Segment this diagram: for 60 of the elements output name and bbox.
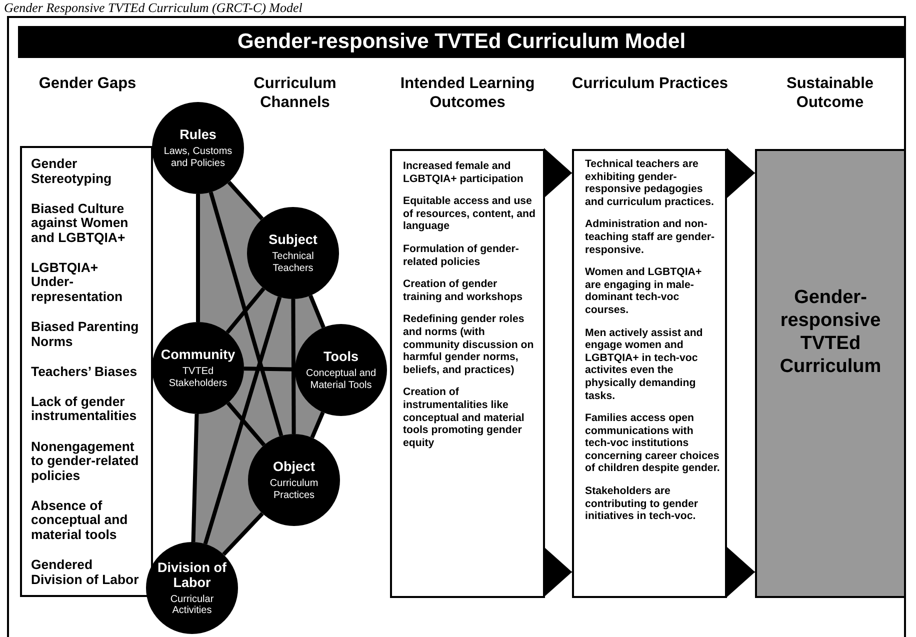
channel-name: Subject — [268, 232, 318, 247]
connecting-line — [222, 512, 264, 556]
list-item: LGBTQIA+ Under-representation — [31, 260, 124, 304]
connecting-line — [208, 192, 284, 436]
column-heading: Intended Learning Outcomes — [399, 74, 536, 112]
connecting-line — [196, 194, 200, 322]
connecting-line — [191, 414, 199, 542]
channel-description: Conceptual and Material Tools — [304, 368, 378, 391]
list-item: Lack of gender instrumentalities — [31, 394, 138, 424]
channel-name: Division of Labor — [156, 560, 228, 590]
list-item: Absence of conceptual and material tools — [31, 498, 129, 542]
chevron-arrow — [726, 547, 756, 597]
column-heading: Gender Gaps — [38, 74, 138, 93]
figure-caption: Gender Responsive TVTEd Curriculum (GRCT-C) Model — [4, 0, 302, 15]
connecting-line — [308, 294, 326, 328]
title-bar: Gender-responsive TVTEd Curriculum Model — [18, 26, 905, 58]
channel-name: Object — [272, 459, 315, 474]
list-item: Creation of gender training and workshops — [403, 278, 524, 304]
connecting-line — [226, 402, 266, 446]
list-item: Administration and non-teaching staff are gender-responsive. — [585, 218, 716, 256]
column-heading: Curriculum Practices — [571, 74, 729, 93]
list-box — [572, 149, 727, 598]
channel-description: Technical Teachers — [271, 251, 315, 274]
connecting-line — [226, 287, 266, 334]
channel-name: Community — [160, 347, 236, 362]
chevron-arrow — [726, 148, 756, 198]
connecting-line — [291, 299, 296, 434]
column-heading: Curriculum Channels — [252, 74, 338, 112]
list-item: Men actively assist and engage women and LGBTQIA+ in tech-voc activites even the physically demanding tasks. — [585, 326, 704, 402]
list-item: Gender Stereotyping — [31, 157, 113, 186]
list-item: Equitable access and use of resources, content, and language — [403, 195, 536, 233]
chevron-arrow — [544, 547, 572, 597]
connecting-line — [203, 296, 282, 545]
list-item: Biased Parenting Norms — [31, 320, 140, 350]
connecting-line — [227, 180, 264, 220]
channel-description: Curricular Activities — [169, 594, 215, 616]
list-item: Technical teachers are exhibiting gender-responsive pedagogies and curriculum practices. — [585, 158, 715, 208]
channel-description: TVTEd Stakeholders — [168, 366, 228, 389]
channel-description: Laws, Customs and Policies — [162, 146, 234, 169]
list-item: Increased female and LGBTQIA+ participation — [403, 160, 524, 186]
list-item: Biased Culture against Women and LGBTQIA+ — [31, 202, 130, 246]
column-heading: Sustainable Outcome — [786, 74, 874, 112]
gender-gaps-box — [20, 146, 153, 597]
list-item: Women and LGBTQIA+ are engaging in male-dominant tech-voc courses. — [585, 266, 703, 317]
outcome-box — [755, 149, 906, 598]
outcome-text: Gender-responsive TVTEd Curriculum — [778, 286, 882, 378]
channel-name: Rules — [180, 127, 216, 142]
list-item: Redefining gender roles and norms (with community discussion on harmful gender norms, beliefs, and practices) — [403, 313, 535, 376]
list-item: Formulation of gender-related policies — [403, 242, 520, 268]
list-box — [390, 149, 545, 598]
connecting-line — [310, 412, 325, 438]
list-item: Creation of instrumentalities like conceptual and material tools promoting gender equity — [403, 386, 526, 450]
list-item: Teachers’ Biases — [31, 364, 138, 380]
list-item: Nonengagement to gender-related policies — [31, 440, 140, 484]
list-item: Stakeholders are contributing to gender initiatives in tech-voc. — [585, 485, 699, 523]
chevron-arrow — [544, 148, 572, 198]
list-item: Gendered Division of Labor — [31, 558, 140, 587]
channel-name: Tools — [324, 349, 358, 364]
channel-description: Curriculum Practices — [268, 478, 320, 501]
list-item: Families access open communications with tech-voc institutions concerning career choices of children despite gender. — [585, 412, 720, 476]
